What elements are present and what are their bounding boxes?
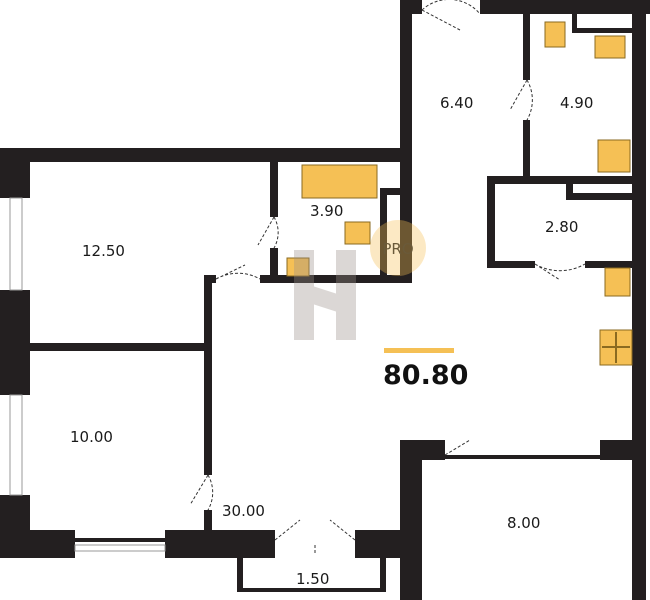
room-area-1: 12.50 <box>82 242 125 260</box>
watermark <box>294 220 426 340</box>
sink-icon <box>286 257 310 277</box>
kitchen-sink-icon <box>604 267 631 297</box>
toilet-icon <box>344 221 371 245</box>
watermark-text: PRO <box>382 240 413 258</box>
storage-area: 2.80 <box>545 218 578 236</box>
sink-icon-2 <box>594 35 626 59</box>
balcony-area: 1.50 <box>296 570 329 588</box>
living-room-area: 30.00 <box>222 502 265 520</box>
bathtub-icon <box>301 164 378 199</box>
room-area-2: 10.00 <box>70 428 113 446</box>
toilet-icon-2 <box>544 21 566 48</box>
doors <box>189 0 586 555</box>
shower-icon <box>597 139 631 173</box>
loggia-area: 8.00 <box>507 514 540 532</box>
hallway-area: 6.40 <box>440 94 473 112</box>
fixtures <box>286 21 633 366</box>
total-area: 80.80 <box>383 360 468 391</box>
accent-bar <box>384 348 454 353</box>
toilet-area: 4.90 <box>560 94 593 112</box>
windows <box>9 197 166 552</box>
bathroom-area: 3.90 <box>310 202 343 220</box>
